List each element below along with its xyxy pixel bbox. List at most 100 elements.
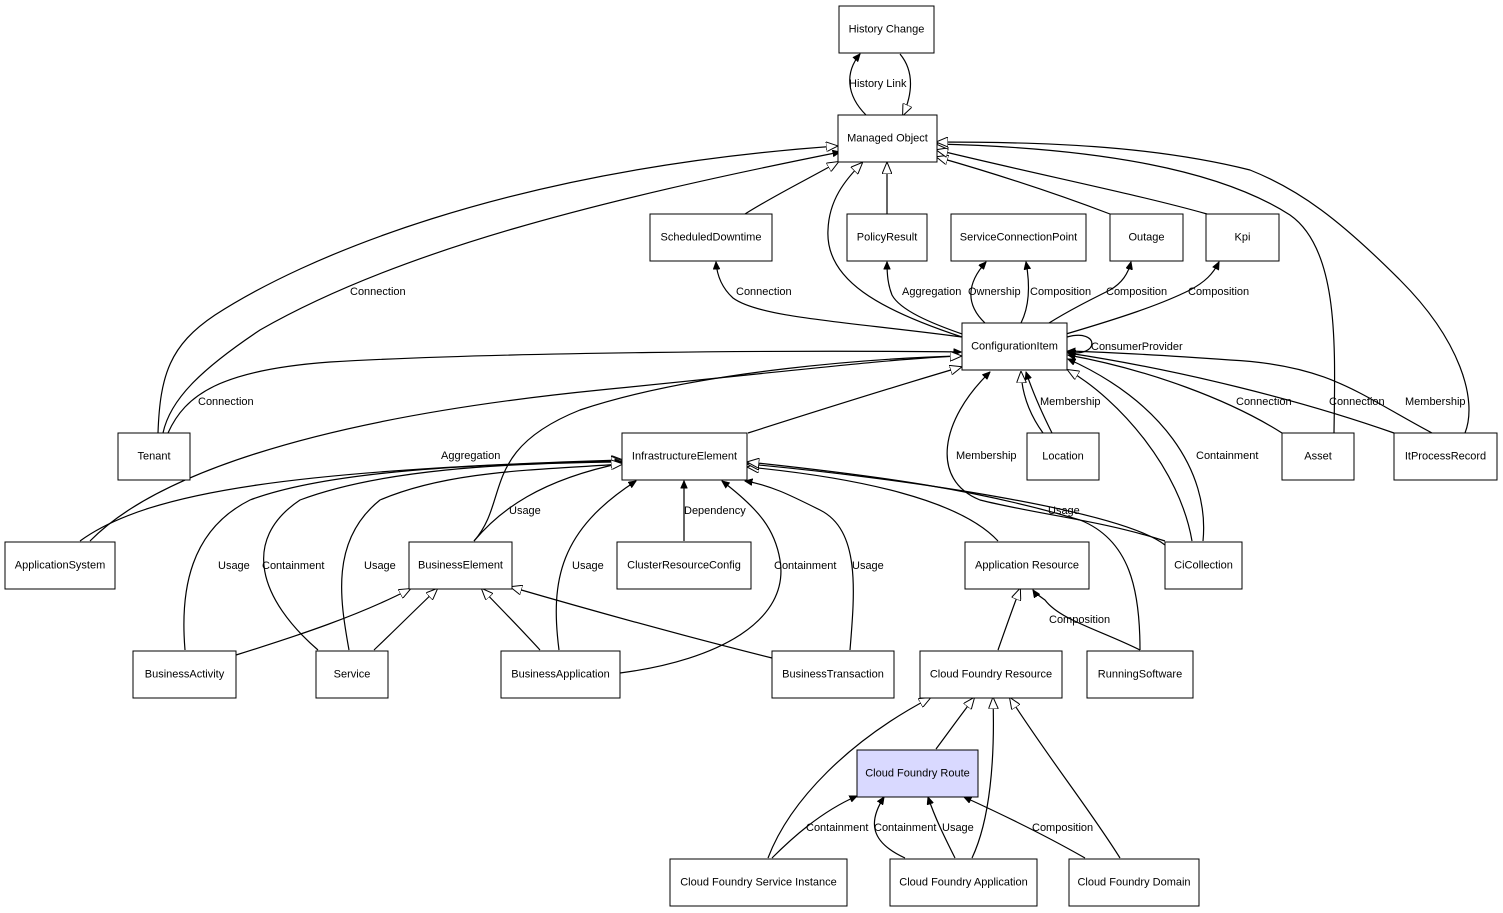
label-membership: Membership (1040, 396, 1101, 408)
node-cloud-foundry-application[interactable]: Cloud Foundry Application (889, 858, 1038, 907)
node-scheduled-downtime[interactable]: ScheduledDowntime (649, 213, 773, 262)
node-kpi[interactable]: Kpi (1205, 213, 1280, 262)
label-membership: Membership (956, 450, 1017, 462)
node-history-change[interactable]: History Change (838, 5, 935, 54)
edge-route-inherits-cfr (935, 698, 974, 750)
edge-tenant-inherits-mo (157, 146, 837, 434)
edge-cfsi-containment-route (771, 795, 857, 859)
svg-text:InfrastructureElement: InfrastructureElement (632, 450, 737, 462)
node-running-software[interactable]: RunningSoftware (1086, 650, 1194, 699)
edge-ci-inherits-mo (827, 163, 963, 338)
edge-history-change-inherits (899, 53, 911, 115)
label-composition: Composition (1106, 286, 1167, 298)
edge-bapp-usage-ie (555, 481, 636, 651)
edge-be-inherits-ci (473, 356, 961, 542)
edge-rs-composition-ar (1033, 590, 1141, 651)
edge-cfa-inherits-cfr (971, 698, 993, 859)
node-cloud-foundry-domain[interactable]: Cloud Foundry Domain (1068, 858, 1200, 907)
node-location[interactable]: Location (1026, 432, 1100, 481)
node-business-element[interactable]: BusinessElement (408, 541, 513, 590)
edge-bapp-inherits-be (482, 589, 541, 651)
svg-text:Cloud Foundry Application: Cloud Foundry Application (899, 876, 1027, 888)
edge-cicoll-membership-ci (946, 372, 1166, 542)
node-policy-result[interactable]: PolicyResult (846, 213, 928, 262)
node-tenant[interactable]: Tenant (117, 432, 191, 481)
edge-tenant-connection-mo (162, 152, 840, 434)
node-ci-collection[interactable]: CiCollection (1164, 541, 1243, 590)
node-asset[interactable]: Asset (1281, 432, 1355, 481)
label-composition: Composition (1049, 614, 1110, 626)
node-service[interactable]: Service (315, 650, 389, 699)
node-it-process-record[interactable]: ItProcessRecord (1393, 432, 1498, 481)
edge-cicoll-containment-ci (1068, 370, 1193, 542)
label-containment: Containment (774, 560, 836, 572)
node-application-resource[interactable]: Application Resource (964, 541, 1090, 590)
node-application-system[interactable]: ApplicationSystem (4, 541, 116, 590)
label-history-link: History Link (849, 78, 907, 90)
node-outage[interactable]: Outage (1109, 213, 1184, 262)
svg-text:Service: Service (334, 668, 371, 680)
label-usage: Usage (572, 560, 604, 572)
edge-cfd-composition-route (964, 796, 1086, 859)
edge-cicoll-inherits-ci (1068, 358, 1205, 542)
edge-ci-connection-sd (716, 262, 963, 338)
label-connection: Connection (1329, 396, 1385, 408)
edge-be-usage-ie (473, 463, 622, 542)
node-cluster-resource-config[interactable]: ClusterResourceConfig (616, 541, 752, 590)
svg-text:Kpi: Kpi (1235, 231, 1251, 243)
edge-cfa-usage-route (928, 797, 956, 859)
edge-ci-consumer-provider (1066, 334, 1093, 352)
edge-kpi-inherits-mo (937, 150, 1208, 215)
edge-svc-usage-ie (341, 464, 622, 651)
edge-cfd-inherits-cfr (1010, 698, 1121, 859)
node-managed-object[interactable]: Managed Object (837, 114, 938, 163)
node-configuration-item[interactable]: ConfigurationItem (961, 322, 1068, 371)
edge-cfa-containment-route (873, 797, 906, 859)
svg-text:Tenant: Tenant (137, 450, 170, 462)
label-aggregation: Aggregation (441, 450, 500, 462)
label-containment: Containment (806, 822, 868, 834)
svg-text:CiCollection: CiCollection (1174, 559, 1233, 571)
svg-text:Cloud Foundry Route: Cloud Foundry Route (865, 767, 970, 779)
svg-text:Cloud Foundry Domain: Cloud Foundry Domain (1077, 876, 1190, 888)
svg-text:Managed Object: Managed Object (847, 132, 928, 144)
node-infrastructure-element[interactable]: InfrastructureElement (621, 432, 748, 481)
node-cloud-foundry-service-instance[interactable]: Cloud Foundry Service Instance (669, 858, 848, 907)
svg-text:BusinessActivity: BusinessActivity (145, 668, 225, 680)
label-containment: Containment (262, 560, 324, 572)
edge-ci-ownership-scp (970, 262, 986, 324)
svg-text:PolicyResult: PolicyResult (857, 231, 918, 243)
edge-svc-containment-ie (263, 462, 622, 651)
node-business-application[interactable]: BusinessApplication (500, 650, 621, 699)
svg-text:BusinessApplication: BusinessApplication (511, 668, 609, 680)
edge-location-inherits-ci (1021, 372, 1044, 434)
edge-ci-composition-scp (1020, 262, 1029, 324)
node-service-connection-point[interactable]: ServiceConnectionPoint (950, 213, 1087, 262)
edge-sd-inherits-mo (744, 162, 838, 215)
node-cloud-foundry-resource[interactable]: Cloud Foundry Resource (919, 650, 1063, 699)
label-usage: Usage (852, 560, 884, 572)
label-usage: Usage (218, 560, 250, 572)
label-consumer-provider: ConsumerProvider (1091, 341, 1183, 353)
label-usage: Usage (1048, 505, 1080, 517)
node-business-transaction[interactable]: BusinessTransaction (771, 650, 895, 699)
edge-ci-aggregation-pr (887, 262, 966, 336)
edge-rs-inherits-ie (748, 462, 1141, 651)
edge-asset-connection-ci (1068, 355, 1283, 434)
edge-cfr-inherits-ar (997, 589, 1020, 651)
node-cloud-foundry-route[interactable]: Cloud Foundry Route (856, 749, 979, 798)
node-business-activity[interactable]: BusinessActivity (132, 650, 237, 699)
edge-bapp-containment-ie (619, 481, 782, 674)
edge-asset-inherits-mo (937, 144, 1336, 434)
svg-text:BusinessTransaction: BusinessTransaction (782, 668, 884, 680)
edge-cfsi-inherits-cfr (767, 698, 930, 859)
label-connection: Connection (736, 286, 792, 298)
edge-ci-composition-kpi (1065, 262, 1219, 335)
svg-text:ApplicationSystem: ApplicationSystem (15, 559, 106, 571)
edge-bt-usage-ie (745, 481, 854, 651)
svg-text:RunningSoftware: RunningSoftware (1098, 668, 1182, 680)
svg-text:ClusterResourceConfig: ClusterResourceConfig (627, 559, 741, 571)
edge-ci-composition-outage (1048, 262, 1131, 324)
label-composition: Composition (1188, 286, 1249, 298)
svg-text:ConfigurationItem: ConfigurationItem (971, 340, 1058, 352)
